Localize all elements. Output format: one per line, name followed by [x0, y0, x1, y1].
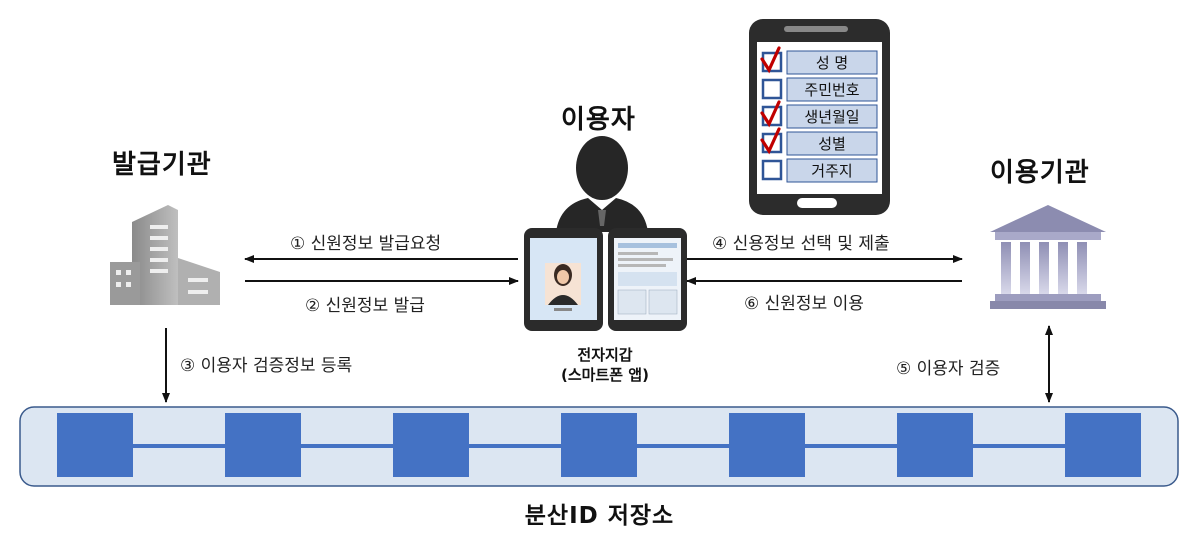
checklist-item: 주민번호: [761, 77, 878, 102]
wallet-caption: 전자지갑 (스마트폰 앱): [535, 345, 675, 385]
verifier-title: 이용기관: [990, 158, 1090, 188]
institution-building-icon: [990, 205, 1106, 309]
checkbox: [761, 78, 783, 100]
checklist-item: 성별: [760, 127, 878, 156]
checkbox: [761, 159, 783, 181]
ledger-block: [225, 413, 301, 477]
ledger-block: [57, 413, 133, 477]
checklist-item: 성 명: [760, 46, 878, 75]
ledger-block: [1065, 413, 1141, 477]
wallet-caption-line1: 전자지갑: [577, 346, 633, 364]
step-1-label: ① 신원정보 발급요청: [290, 234, 442, 254]
arrows: [162, 255, 1053, 403]
office-building-icon: [110, 205, 220, 305]
field-box: [786, 50, 878, 75]
two-smartphones-icon: [524, 228, 687, 331]
step-6-label: ⑥ 신원정보 이용: [744, 294, 864, 314]
check-mark-icon: [760, 127, 781, 155]
checklist-item: 거주지: [761, 158, 878, 183]
field-label: 주민번호: [804, 81, 859, 99]
ledger-block: [393, 413, 469, 477]
field-label: 성별: [818, 135, 846, 153]
ledger-block: [561, 413, 637, 477]
person-silhouette-icon: [556, 136, 648, 232]
issuer-title: 발급기관: [112, 150, 212, 180]
checklist-item: 생년월일: [760, 100, 878, 129]
step-5-label: ⑤ 이용자 검증: [896, 359, 1001, 379]
field-label: 생년월일: [804, 108, 859, 126]
ledger-block: [729, 413, 805, 477]
registry-title: 분산ID 저장소: [524, 503, 675, 529]
field-box: [786, 77, 878, 102]
field-box: [786, 158, 878, 183]
step-3-label: ③ 이용자 검증정보 등록: [180, 356, 353, 376]
check-mark-icon: [760, 100, 781, 128]
check-mark-icon: [760, 46, 781, 74]
step-4-label: ④ 신용정보 선택 및 제출: [712, 234, 890, 254]
field-box: [786, 104, 878, 129]
ledger-block: [897, 413, 973, 477]
ledger-blocks: [57, 413, 1141, 477]
field-label: 성 명: [816, 54, 848, 72]
user-title: 이용자: [561, 105, 636, 135]
field-label: 거주지: [811, 162, 852, 180]
step-2-label: ② 신원정보 발급: [305, 296, 425, 316]
wallet-caption-line2: (스마트폰 앱): [561, 366, 649, 384]
field-box: [786, 131, 878, 156]
